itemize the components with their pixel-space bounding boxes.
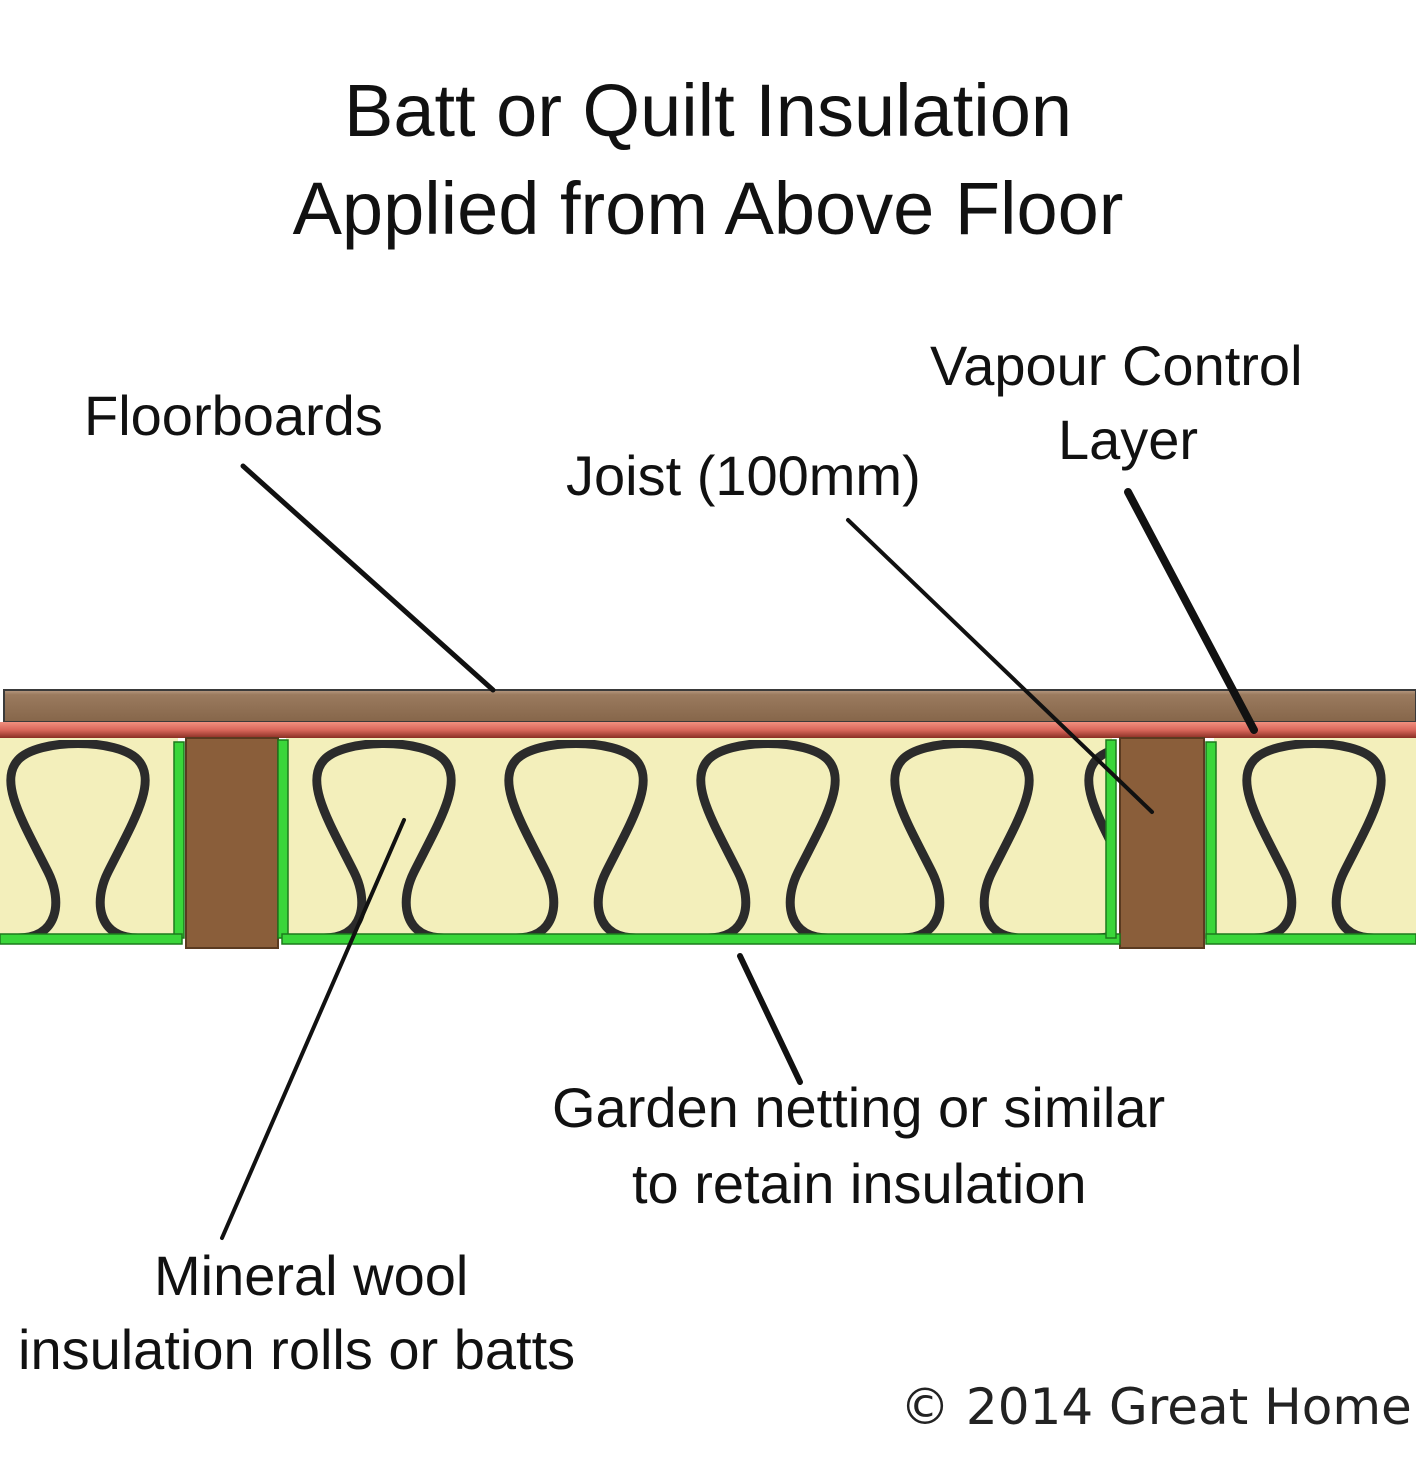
insulation-squiggle <box>312 740 456 936</box>
label-joist: Joist (100mm) <box>566 444 921 507</box>
vapour-control-layer <box>0 722 1416 738</box>
insulation-squiggle <box>890 740 1034 936</box>
insulation-squiggle <box>504 740 648 936</box>
mineral-wool-squiggles <box>6 740 1386 936</box>
label-netting-line-1: Garden netting or similar <box>552 1076 1166 1139</box>
insulation-squiggle <box>1242 740 1386 936</box>
label-mineral-wool-line-1: Mineral wool <box>154 1244 469 1307</box>
leader-line-floorboards <box>240 463 496 693</box>
label-mineral-wool-line-2: insulation rolls or batts <box>18 1318 576 1381</box>
label-floorboards: Floorboards <box>84 384 383 447</box>
leader-line-joist <box>846 518 1154 814</box>
joist-left <box>185 737 279 949</box>
label-vapour-control-line-2: Layer <box>1058 408 1199 471</box>
label-vapour-control-line-1: Vapour Control <box>930 334 1303 397</box>
leader-line-netting <box>737 953 803 1085</box>
diagram-title-line-1: Batt or Quilt Insulation <box>343 69 1073 152</box>
diagram-title-line-2: Applied from Above Floor <box>292 167 1124 250</box>
label-netting-line-2: to retain insulation <box>632 1152 1087 1215</box>
floorboards <box>3 689 1416 723</box>
leader-line-mineral-wool <box>220 818 406 1240</box>
garden-netting <box>0 739 1416 945</box>
insulation-squiggle <box>696 740 840 936</box>
copyright-notice: © 2014 Great Home <box>900 1378 1412 1436</box>
leader-line-vapour <box>1124 488 1258 734</box>
joist-right <box>1119 737 1205 949</box>
insulation-squiggle <box>6 740 150 936</box>
